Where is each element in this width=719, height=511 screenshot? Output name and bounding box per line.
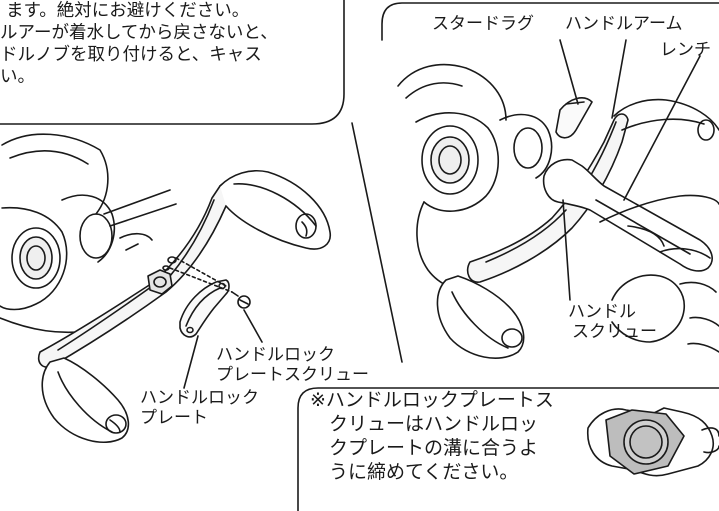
label-handle-screw-line: スクリュー (572, 322, 657, 342)
left-handle-arm (39, 171, 331, 367)
leader-lines (184, 40, 700, 388)
label-lock-plate-screw-line: プレートスクリュー (216, 365, 369, 385)
label-lock-plate-line: ハンドルロック (140, 388, 259, 408)
warning-line: ドルノブを取り付けると、キャス (0, 45, 262, 65)
warning-line: ルアーが着水してから戻さないと、 (0, 23, 278, 43)
warning-line: い。 (0, 67, 35, 87)
label-lock-plate-screw: ハンドルロック プレートスクリュー (216, 345, 369, 385)
left-nut (148, 270, 172, 294)
wrench-tool (544, 160, 713, 271)
warning-box-frame (0, 0, 344, 124)
note-box-frame (298, 388, 719, 511)
label-lock-plate-line: プレート (140, 408, 208, 428)
warning-line: ます。絶対にお避けください。 (6, 1, 250, 21)
label-wrench: レンチ (660, 40, 711, 60)
label-handle-screw-line: ハンドル (568, 302, 636, 322)
note-line: うに締めてください。 (310, 461, 519, 483)
label-handle-screw: ハンドル スクリュー (568, 302, 657, 342)
right-panel-frame (382, 3, 719, 40)
left-lower-knob (42, 358, 128, 442)
label-handle-arm: ハンドルアーム (565, 14, 683, 34)
lock-plate-screw-part (232, 292, 250, 308)
left-reel-illustration (0, 134, 176, 332)
label-lock-plate-screw-line: ハンドルロック (216, 345, 335, 365)
right-lower-knob (437, 276, 523, 358)
note-line: クプレートの溝に合うよ (310, 437, 539, 459)
note-line: ※ハンドルロックプレートス (310, 389, 554, 411)
note-detail-illustration (588, 408, 719, 476)
lock-plate-part (180, 280, 229, 337)
note-text: ※ハンドルロックプレートス クリューはハンドルロッ クプレートの溝に合うよ うに… (310, 388, 554, 484)
divider-line (352, 123, 402, 362)
label-star-drag: スタードラグ (432, 14, 534, 34)
hand-illustration (600, 195, 719, 352)
warning-text-box: ます。絶対にお避けください。 ルアーが着水してから戻さないと、 ドルノブを取り付… (0, 0, 330, 124)
right-reel-illustration (398, 65, 592, 291)
right-handle-arm (468, 100, 719, 283)
note-line: クリューはハンドルロッ (310, 413, 539, 435)
label-lock-plate: ハンドルロック プレート (140, 388, 259, 428)
